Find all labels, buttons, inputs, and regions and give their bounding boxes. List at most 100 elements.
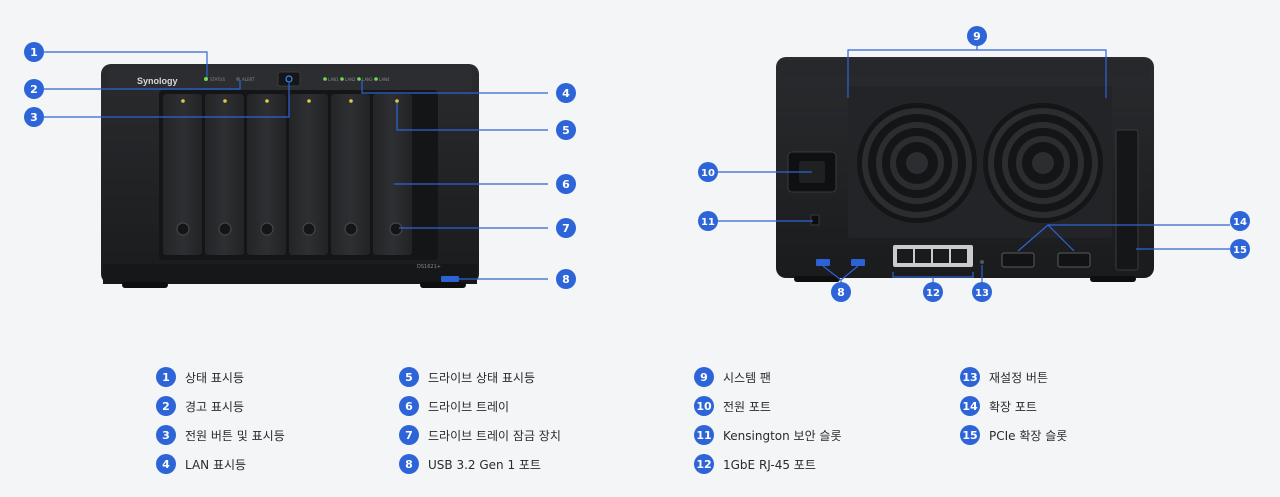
legend-number: 2 (156, 396, 176, 416)
lan-led-text: LAN4 (379, 77, 390, 82)
legend-item: 12 1GbE RJ-45 포트 (694, 454, 816, 474)
lan-led-text: LAN3 (362, 77, 373, 82)
alert-led (236, 77, 240, 81)
callout-circle (698, 211, 718, 231)
legend-number: 8 (399, 454, 419, 474)
callout-badge: 6 (556, 174, 576, 194)
callout-number: 5 (562, 124, 570, 137)
lan-led (357, 77, 361, 81)
front-usb-port[interactable] (441, 276, 459, 282)
reset-button[interactable] (980, 260, 984, 264)
lan-led-text: LAN1 (328, 77, 339, 82)
callout-badge: 1 (24, 42, 44, 62)
brand-logo: Synology (137, 76, 178, 86)
legend-label: 전원 포트 (723, 399, 771, 414)
legend-number: 1 (156, 367, 176, 387)
drive-tray-lock[interactable] (389, 222, 403, 236)
legend-label: 시스템 팬 (723, 370, 771, 385)
callout-badge: 8 (556, 269, 576, 289)
rear-usb-port[interactable] (851, 259, 865, 266)
callout-number: 2 (30, 83, 38, 96)
expansion-port[interactable] (1057, 252, 1091, 268)
rj45-port[interactable] (951, 249, 967, 263)
rear-foot-right (1090, 276, 1136, 282)
fan-grille (862, 108, 972, 218)
callout-badge: 12 (923, 282, 943, 302)
rear-usb-port[interactable] (816, 259, 830, 266)
drive-tray[interactable] (205, 94, 244, 255)
rear-top-strip (780, 60, 1150, 78)
lan-leds: LAN1 LAN2 LAN3 LAN4 (323, 77, 390, 82)
drive-status-led (223, 99, 227, 103)
fan-grille (988, 108, 1098, 218)
drive-tray[interactable] (289, 94, 328, 255)
callout-badge: 2 (24, 79, 44, 99)
callout-circle (967, 26, 987, 46)
callout-number: 6 (562, 178, 570, 191)
callout-badge: 11 (698, 211, 718, 231)
callout-circle (556, 83, 576, 103)
drive-tray[interactable] (247, 94, 286, 255)
drive-tray[interactable] (163, 94, 202, 255)
legend-number: 11 (694, 425, 714, 445)
legend-label: 드라이브 트레이 (428, 399, 510, 414)
legend-item: 1 상태 표시등 (156, 367, 244, 387)
legend-label: 경고 표시등 (185, 399, 245, 414)
drive-tray-lock[interactable] (260, 222, 274, 236)
callout-badge: 10 (698, 162, 718, 182)
fan-right (983, 103, 1103, 223)
callout-number: 15 (1233, 245, 1247, 256)
callout-number: 4 (562, 87, 570, 100)
callout-number: 12 (926, 288, 940, 299)
legend-label: 상태 표시등 (185, 370, 245, 385)
rj45-port[interactable] (933, 249, 949, 263)
drive-tray-lock[interactable] (302, 222, 316, 236)
callout-number: 1 (30, 46, 38, 59)
status-led-text: STATUS (210, 77, 225, 82)
callout-circle (923, 282, 943, 302)
legend-label: 1GbE RJ-45 포트 (723, 457, 816, 472)
callout-number: 9 (973, 30, 981, 43)
drive-status-led (349, 99, 353, 103)
callout-circle (831, 282, 851, 302)
legend-label: LAN 표시등 (185, 457, 247, 472)
callout-circle (556, 120, 576, 140)
drive-tray-lock[interactable] (176, 222, 190, 236)
callout-badges: 1 2 3 4 5 6 7 8 9 10 11 8 12 13 14 15 (24, 26, 1250, 302)
lan-led (323, 77, 327, 81)
legend-number: 7 (399, 425, 419, 445)
rj45-port[interactable] (897, 249, 913, 263)
callout-number: 14 (1233, 217, 1247, 228)
callout-number: 11 (701, 217, 715, 228)
leader-line (361, 80, 548, 94)
legend-number: 14 (960, 396, 980, 416)
legend-number: 12 (694, 454, 714, 474)
fan-hub (906, 152, 928, 174)
legend-item: 2 경고 표시등 (156, 396, 244, 416)
drive-status-led (307, 99, 311, 103)
callout-circle (1230, 239, 1250, 259)
drive-tray[interactable] (373, 94, 412, 255)
rj45-port[interactable] (915, 249, 931, 263)
callout-badge: 8 (831, 282, 851, 302)
pcie-slot[interactable] (1115, 129, 1139, 271)
drive-tray-lock[interactable] (344, 222, 358, 236)
nas-diagram: Synology STATUS ALERT LAN1 LAN2 LAN3 LAN… (24, 26, 1250, 302)
drive-tray[interactable] (331, 94, 370, 255)
legend-number: 4 (156, 454, 176, 474)
callout-circle (556, 269, 576, 289)
kensington-slot[interactable] (810, 214, 820, 226)
legend-label: 드라이브 상태 표시등 (428, 370, 535, 385)
fan-left (857, 103, 977, 223)
fan-grille (890, 136, 944, 190)
model-label: DS1621+ (417, 264, 441, 270)
front-base (103, 264, 477, 284)
drive-tray-lock[interactable] (218, 222, 232, 236)
callout-circle (24, 42, 44, 62)
expansion-port[interactable] (1001, 252, 1035, 268)
drive-trays (163, 94, 412, 255)
